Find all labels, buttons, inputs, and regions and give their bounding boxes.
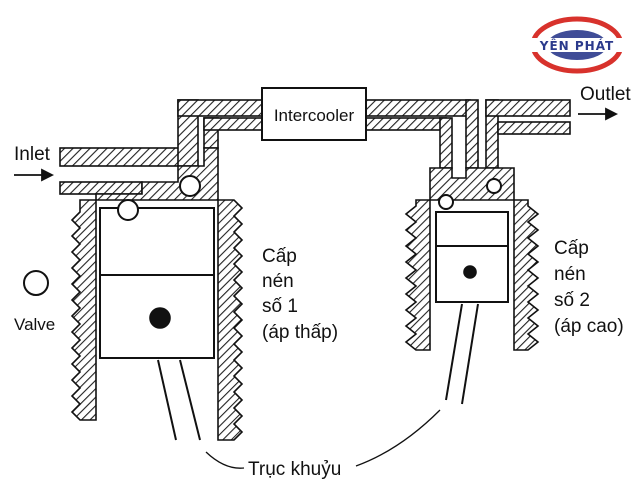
- crankshaft-leaders: [205, 409, 441, 469]
- stage2-outlet-valve-icon: [486, 178, 502, 194]
- pipe-to-intercooler-bottom: [203, 117, 265, 131]
- valve-legend-icon: [23, 270, 49, 296]
- stage2-label-line4: (áp cao): [554, 316, 624, 337]
- stage1-label-line3: số 1: [262, 296, 298, 317]
- intercooler: Intercooler: [261, 87, 367, 141]
- outlet-pipe-top: [485, 99, 571, 117]
- stage1-piston: [99, 207, 215, 359]
- riser-stage2-mid: [465, 99, 479, 169]
- outlet-label: Outlet: [580, 84, 631, 105]
- stage1-label-line1: Cấp: [262, 246, 297, 267]
- crankshaft-label: Trục khuỷu: [248, 459, 341, 480]
- stage2-inlet-valve-icon: [438, 194, 454, 210]
- stage1-right-fins: [217, 199, 244, 441]
- intercooler-box: [261, 87, 367, 141]
- riser-stage2-left: [439, 117, 453, 169]
- stage2-label-line2: nén: [554, 264, 586, 285]
- outlet-pipe-bottom: [497, 121, 571, 135]
- intercooler-label: Intercooler: [274, 106, 355, 125]
- stage1-wrist-pin: [149, 307, 171, 329]
- stage1-label: Cấp nén số 1 (áp thấp): [262, 246, 338, 343]
- stage1-label-line2: nén: [262, 271, 294, 292]
- stage2-left-fins: [404, 199, 431, 351]
- stage2-label-line1: Cấp: [554, 238, 589, 259]
- stage2-cylinder: [404, 167, 540, 405]
- outlet-arrow-icon: [578, 107, 619, 121]
- inlet-label: Inlet: [14, 144, 51, 165]
- stage2-right-fins: [513, 199, 540, 351]
- inlet-arrow-icon: [14, 168, 55, 182]
- stage1-rod-b: [179, 359, 201, 441]
- pipe-from-intercooler-bottom: [365, 117, 447, 131]
- stage1-label-line4: (áp thấp): [262, 322, 338, 343]
- stage1-outlet-valve-icon: [179, 175, 201, 197]
- stage2-piston: [435, 211, 509, 303]
- pipe-to-intercooler-top: [177, 99, 265, 117]
- stage2-label: Cấp nén số 2 (áp cao): [554, 238, 624, 337]
- pipe-from-intercooler-top: [365, 99, 471, 117]
- stage1-rod-a: [157, 359, 177, 441]
- inlet-pipe-lower-wall: [59, 181, 143, 195]
- logo-text: YÊN PHÁT: [539, 38, 615, 53]
- stage2-wrist-pin: [463, 265, 477, 279]
- stage1-cylinder: [70, 147, 244, 441]
- stage1-left-fins: [70, 199, 97, 421]
- stage2-rod-a: [445, 303, 463, 401]
- stage1-inlet-valve-icon: [117, 199, 139, 221]
- logo-band: [530, 38, 624, 52]
- piping: [59, 99, 571, 195]
- company-logo: YÊN PHÁT: [530, 16, 624, 74]
- inlet-pipe-wall: [59, 147, 181, 167]
- valve-label: Valve: [14, 315, 55, 334]
- stage2-rod-b: [461, 303, 479, 405]
- stage2-label-line3: số 2: [554, 290, 590, 311]
